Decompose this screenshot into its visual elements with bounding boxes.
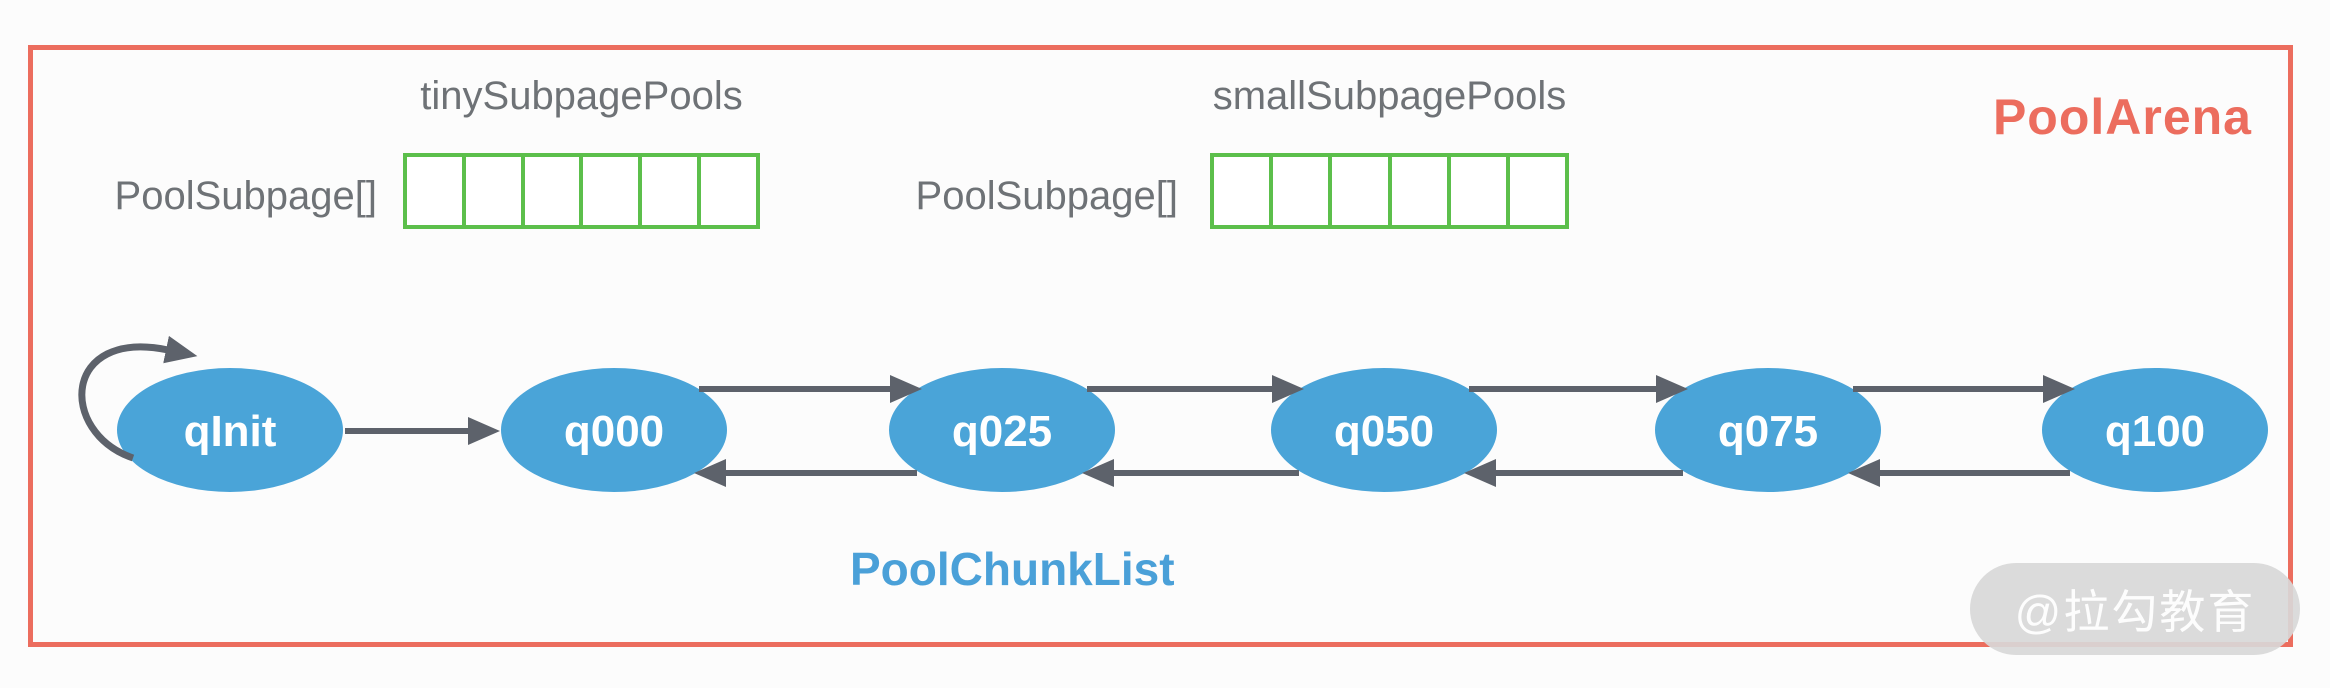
node-q075: q075	[1655, 368, 1881, 492]
tiny-subpage-grid	[403, 153, 760, 229]
node-q000: q000	[501, 368, 727, 492]
poolchunklist-label: PoolChunkList	[850, 543, 1175, 595]
small-subpage-grid	[1210, 153, 1570, 229]
node-qinit-label: qInit	[184, 407, 277, 456]
node-q075-label: q075	[1718, 407, 1818, 456]
subpage-cell	[1269, 153, 1333, 229]
subpage-cell	[520, 153, 584, 229]
node-q100: q100	[2042, 368, 2268, 492]
tiny-subpage-pools-title: tinySubpagePools	[420, 74, 743, 118]
node-qinit: qInit	[117, 368, 343, 492]
node-q000-label: q000	[564, 407, 664, 456]
watermark-text: @拉勾教育	[2014, 586, 2256, 638]
subpage-cell	[1387, 153, 1451, 229]
tiny-poolsubpage-array-label: PoolSubpage[]	[114, 174, 377, 218]
poolarena-box	[28, 45, 2293, 647]
node-q050-label: q050	[1334, 407, 1434, 456]
arrow-qinit-self-loop	[78, 335, 198, 462]
subpage-cell	[1505, 153, 1570, 229]
node-q025: q025	[889, 368, 1115, 492]
watermark-badge: @拉勾教育	[1970, 563, 2300, 655]
node-q100-label: q100	[2105, 407, 2205, 456]
poolarena-title: PoolArena	[1992, 89, 2252, 145]
node-q050: q050	[1271, 368, 1497, 492]
small-subpage-pools-title: smallSubpagePools	[1212, 74, 1567, 118]
small-poolsubpage-array-label: PoolSubpage[]	[915, 174, 1178, 218]
subpage-cell	[697, 153, 760, 229]
node-q025-label: q025	[952, 407, 1052, 456]
